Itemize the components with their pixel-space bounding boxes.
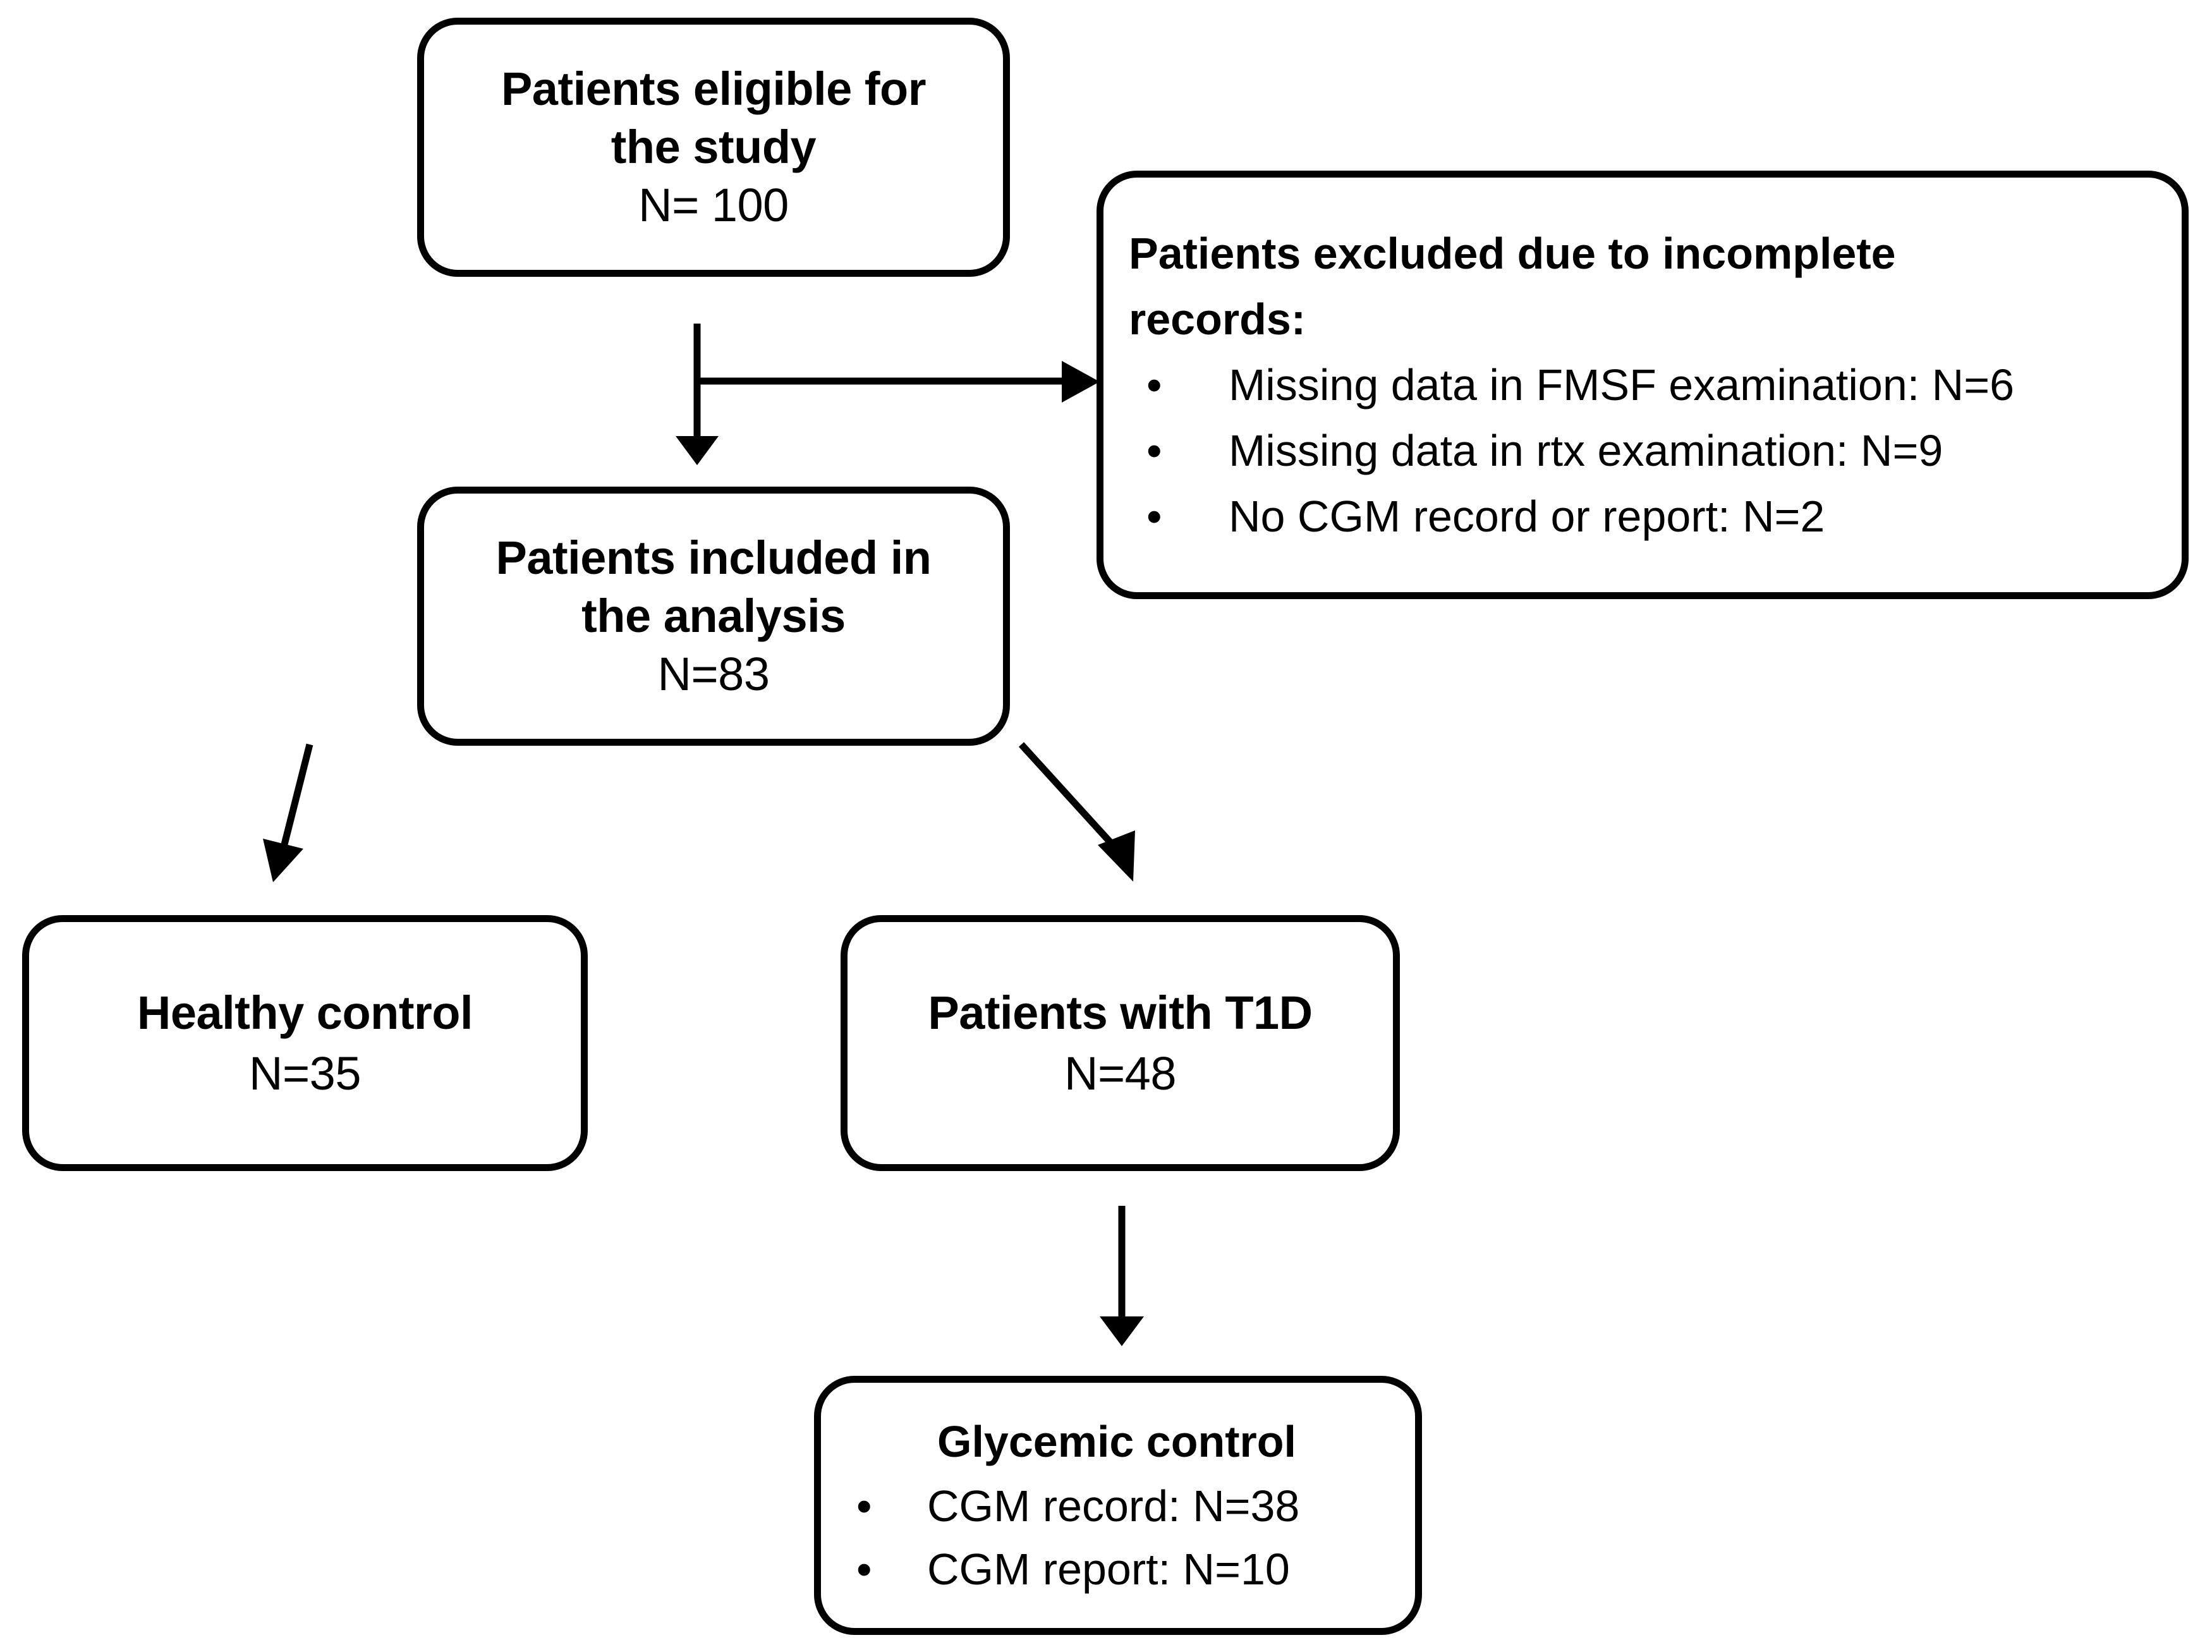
excluded-item-text: No CGM record or report: N=2	[1229, 492, 1825, 541]
node-patients-with-t1d: Patients with T1D N=48	[841, 915, 1400, 1171]
node-included-line1: Patients included in	[495, 531, 932, 584]
excluded-bullet-list: • Missing data in FMSF examination: N=6 …	[1129, 352, 2160, 549]
node-patients-included: Patients included in the analysis N=83	[417, 487, 1010, 746]
node-eligible-count: N= 100	[638, 179, 789, 231]
arrow-included-to-t1d	[1018, 742, 1135, 882]
glycemic-item-text: CGM record: N=38	[927, 1481, 1300, 1531]
node-t1d-count: N=48	[1064, 1047, 1176, 1100]
arrow-included-to-healthy	[263, 743, 313, 882]
node-eligible-line2: the study	[611, 121, 817, 173]
node-glycemic-control: Glycemic control • CGM record: N=38 • CG…	[814, 1376, 1422, 1635]
bullet-icon: •	[1146, 426, 1162, 475]
list-item: • CGM record: N=38	[830, 1474, 1404, 1538]
node-healthy-count: N=35	[249, 1047, 361, 1100]
list-item: • No CGM record or report: N=2	[1129, 483, 2160, 549]
node-healthy-label: Healthy control	[137, 986, 473, 1039]
excluded-item-text: Missing data in FMSF examination: N=6	[1229, 360, 2015, 410]
arrow-eligible-to-excluded	[697, 361, 1100, 403]
list-item: • Missing data in rtx examination: N=9	[1129, 418, 2160, 483]
node-healthy-control: Healthy control N=35	[22, 915, 588, 1171]
bullet-icon: •	[856, 1481, 872, 1531]
node-included-count: N=83	[657, 648, 770, 700]
excluded-item-text: Missing data in rtx examination: N=9	[1229, 426, 1943, 475]
glycemic-item-text: CGM report: N=10	[927, 1545, 1290, 1594]
list-item: • Missing data in FMSF examination: N=6	[1129, 352, 2160, 418]
bullet-icon: •	[1146, 492, 1162, 541]
list-item: • CGM report: N=10	[830, 1538, 1404, 1601]
node-included-line2: the analysis	[581, 590, 846, 642]
arrow-eligible-to-included	[676, 324, 719, 465]
node-eligible-line1: Patients eligible for	[501, 63, 927, 115]
excluded-header-line1: Patients excluded due to incomplete	[1129, 229, 1896, 278]
bullet-icon: •	[856, 1545, 872, 1594]
glycemic-title: Glycemic control	[937, 1417, 1296, 1466]
node-patients-eligible: Patients eligible for the study N= 100	[417, 18, 1010, 277]
bullet-icon: •	[1146, 360, 1162, 410]
arrow-t1d-to-glycemic	[1100, 1206, 1144, 1346]
node-t1d-label: Patients with T1D	[928, 986, 1313, 1039]
glycemic-bullet-list: • CGM record: N=38 • CGM report: N=10	[830, 1474, 1404, 1601]
node-patients-excluded: Patients excluded due to incomplete reco…	[1097, 171, 2189, 599]
excluded-header-line2: records:	[1129, 295, 1306, 344]
